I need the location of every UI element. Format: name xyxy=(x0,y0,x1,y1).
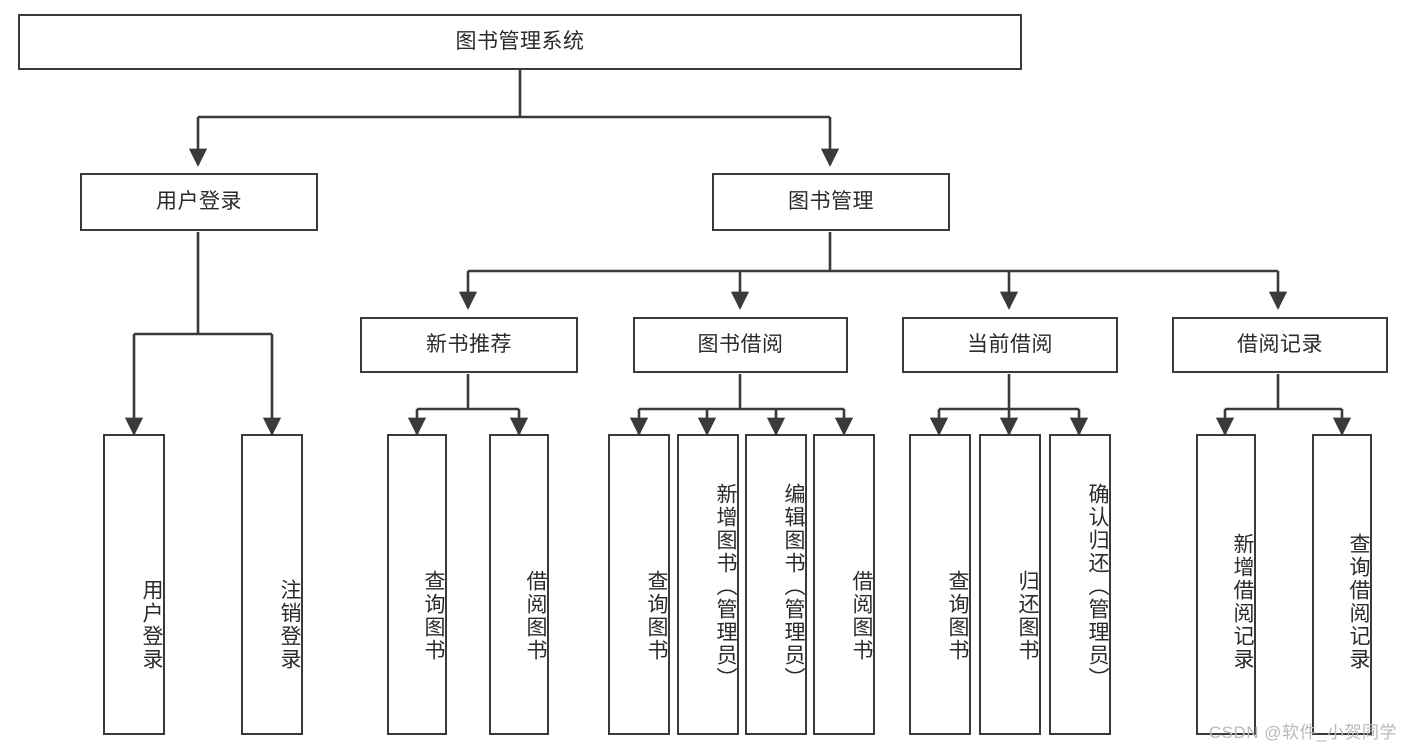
node-book-management[interactable]: 图书管理 xyxy=(712,173,950,231)
node-label: 查询图书 xyxy=(946,569,969,662)
leaf-borrow-book-newbook[interactable]: 借阅图书 xyxy=(489,434,549,735)
node-label: 编辑图书（管理员） xyxy=(782,483,805,690)
leaf-borrow-book[interactable]: 借阅图书 xyxy=(813,434,875,735)
leaf-confirm-return-admin[interactable]: 确认归还（管理员） xyxy=(1049,434,1111,735)
watermark-csdn: CSDN @软件_小贺同学 xyxy=(1208,723,1397,742)
leaf-query-book-newbook[interactable]: 查询图书 xyxy=(387,434,447,735)
node-label: 图书借阅 xyxy=(697,332,784,356)
node-label: 查询图书 xyxy=(645,569,668,662)
node-book-borrow[interactable]: 图书借阅 xyxy=(633,317,848,373)
node-label: 借阅记录 xyxy=(1237,332,1323,356)
node-label: 图书管理 xyxy=(788,189,874,213)
leaf-query-borrow-record[interactable]: 查询借阅记录 xyxy=(1312,434,1372,735)
leaf-user-login[interactable]: 用户登录 xyxy=(103,434,165,735)
node-label: 确认归还（管理员） xyxy=(1086,483,1109,690)
node-label: 用户登录 xyxy=(156,189,242,213)
node-label: 新增借阅记录 xyxy=(1231,533,1254,671)
node-root-book-management-system[interactable]: 图书管理系统 xyxy=(18,14,1022,70)
node-new-book-recommend[interactable]: 新书推荐 xyxy=(360,317,578,373)
node-label: 查询借阅记录 xyxy=(1347,533,1370,671)
node-label: 当前借阅 xyxy=(967,332,1053,356)
node-label: 借阅图书 xyxy=(850,569,873,662)
leaf-add-borrow-record[interactable]: 新增借阅记录 xyxy=(1196,434,1256,735)
leaf-add-book-admin[interactable]: 新增图书（管理员） xyxy=(677,434,739,735)
leaf-return-book[interactable]: 归还图书 xyxy=(979,434,1041,735)
node-label: 图书管理系统 xyxy=(455,29,585,53)
node-borrow-record[interactable]: 借阅记录 xyxy=(1172,317,1388,373)
node-label: 借阅图书 xyxy=(524,569,547,662)
node-user-login[interactable]: 用户登录 xyxy=(80,173,318,231)
node-label: 查询图书 xyxy=(422,569,445,662)
node-label: 用户登录 xyxy=(140,578,163,671)
node-label: 注销登录 xyxy=(278,578,301,671)
leaf-query-book-borrow[interactable]: 查询图书 xyxy=(608,434,670,735)
node-label: 新增图书（管理员） xyxy=(714,483,737,690)
leaf-query-book-current[interactable]: 查询图书 xyxy=(909,434,971,735)
node-label: 新书推荐 xyxy=(426,332,512,356)
node-current-borrow[interactable]: 当前借阅 xyxy=(902,317,1118,373)
leaf-logout[interactable]: 注销登录 xyxy=(241,434,303,735)
node-label: 归还图书 xyxy=(1016,569,1039,662)
leaf-edit-book-admin[interactable]: 编辑图书（管理员） xyxy=(745,434,807,735)
